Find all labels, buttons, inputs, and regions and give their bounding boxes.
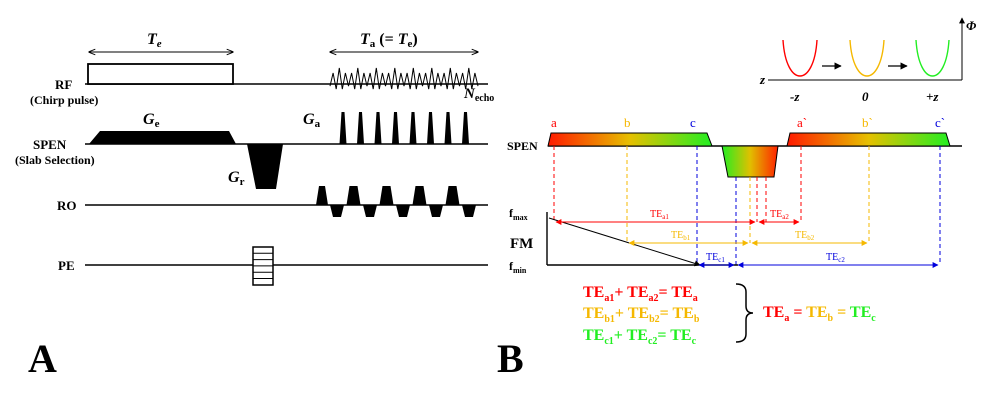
inset-z-label: z xyxy=(759,72,766,87)
pe-phase-table xyxy=(252,246,274,286)
ga-blip xyxy=(357,112,364,144)
fmin-label: fmin xyxy=(509,259,527,275)
dashed-guides xyxy=(553,146,941,265)
excitation-lobe xyxy=(547,132,713,147)
readout-lobe xyxy=(445,186,460,205)
readout-lobe xyxy=(363,205,377,217)
ga-blip xyxy=(374,112,382,144)
ga-blip xyxy=(462,112,469,144)
point-b: b xyxy=(624,115,631,130)
gr-gradient-lobe xyxy=(247,144,283,189)
ga-label: Ga xyxy=(303,111,321,130)
te-c1-label: TEc1 xyxy=(706,252,725,264)
inset-zero: 0 xyxy=(862,89,869,104)
refocus-lobe xyxy=(721,145,779,178)
te-a2-label: TEa2 xyxy=(770,209,789,221)
point-c: c xyxy=(690,115,696,130)
equation-a: TEa1+ TEa2= TEa xyxy=(583,284,698,304)
curve-pos-z xyxy=(915,39,950,77)
te-b1-label: TEb1 xyxy=(671,230,691,242)
panel-a-label: A xyxy=(28,336,57,381)
te-label: Te xyxy=(147,31,162,50)
ga-blip xyxy=(409,112,417,144)
point-b-prime: b` xyxy=(862,115,873,130)
necho-label: Necho xyxy=(463,86,494,104)
rf-label: RF xyxy=(55,77,72,92)
point-a-prime: a` xyxy=(797,115,807,130)
readout-lobe xyxy=(316,186,328,205)
chirp-pulse-box xyxy=(87,63,234,85)
point-c-prime: c` xyxy=(935,115,945,130)
ro-label: RO xyxy=(57,198,77,213)
point-a: a xyxy=(551,115,557,130)
curly-brace xyxy=(735,283,754,343)
ga-blip xyxy=(427,112,434,144)
curve-neg-z xyxy=(782,39,818,77)
te-b2-label: TEb2 xyxy=(795,230,815,242)
readout-gradient-train xyxy=(316,186,476,217)
ga-blip xyxy=(339,112,347,144)
acquisition-lobe xyxy=(786,132,951,147)
spen-b-label: SPEN xyxy=(507,139,538,153)
readout-lobe xyxy=(462,205,476,217)
readout-lobe xyxy=(379,186,394,205)
readout-lobe xyxy=(330,205,344,217)
echo-train-signal xyxy=(329,67,479,90)
gr-label: Gr xyxy=(228,169,245,188)
te-intervals: TEa1 TEa2 TEb1 TEb2 TEc1 TEc2 xyxy=(555,209,939,268)
ga-blip xyxy=(444,112,452,144)
readout-lobe xyxy=(412,186,427,205)
ge-label: Ge xyxy=(143,111,160,130)
ga-blip xyxy=(392,112,399,144)
readout-lobe xyxy=(396,205,410,217)
ga-blip-train xyxy=(339,112,469,144)
phase-inset: Φ z -z 0 +z xyxy=(759,17,977,104)
te-equations: TEa1+ TEa2= TEa TEb1+ TEb2= TEb TEc1+ TE… xyxy=(583,284,700,347)
ta-label: Ta (= Te) xyxy=(360,31,418,50)
result-equation: TEa = TEb = TEc xyxy=(763,304,876,324)
spen-sublabel: (Slab Selection) xyxy=(15,153,95,167)
inset-neg-z: -z xyxy=(790,89,800,104)
readout-lobe xyxy=(429,205,443,217)
readout-lobe xyxy=(346,186,361,205)
inset-phi-label: Φ xyxy=(966,18,977,33)
spen-label: SPEN xyxy=(33,137,67,152)
equation-b: TEb1+ TEb2= TEb xyxy=(583,305,700,325)
panel-b-label: B xyxy=(497,336,524,381)
te-c2-label: TEc2 xyxy=(826,252,845,264)
panel-b: Φ z -z 0 +z SPEN a b c a` b` c` xyxy=(497,17,977,381)
fm-sweep-line xyxy=(548,217,701,267)
fmax-label: fmax xyxy=(509,206,528,222)
rf-sublabel: (Chirp pulse) xyxy=(30,93,98,107)
fm-label: FM xyxy=(510,236,533,252)
te-a1-label: TEa1 xyxy=(650,209,669,221)
curve-zero xyxy=(849,39,885,77)
pe-label: PE xyxy=(58,258,75,273)
inset-pos-z: +z xyxy=(926,89,939,104)
equation-c: TEc1+ TEc2= TEc xyxy=(583,327,697,347)
ge-gradient-lobe xyxy=(89,131,236,144)
panel-a: RF (Chirp pulse) SPEN (Slab Selection) R… xyxy=(15,31,494,381)
